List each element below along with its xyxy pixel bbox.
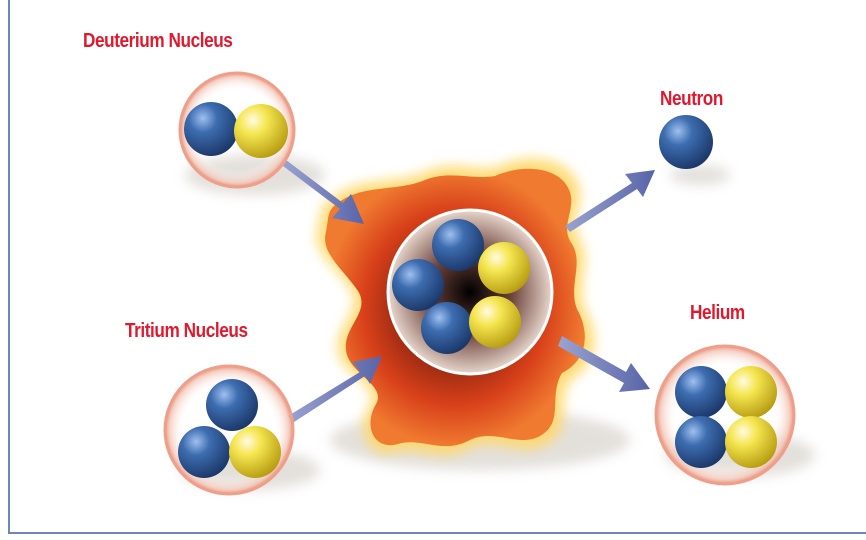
proton-ball <box>229 426 281 478</box>
proton-ball <box>234 104 288 158</box>
neutron-ball <box>659 115 713 169</box>
neutron-ball <box>675 366 727 418</box>
tritium-label: Tritium Nucleus <box>125 320 248 343</box>
free-neutron <box>659 115 713 169</box>
neutron-label: Neutron <box>660 88 723 111</box>
proton-ball <box>725 416 777 468</box>
neutron-ball <box>421 302 473 354</box>
proton-ball <box>478 242 530 294</box>
neutron-ball <box>432 219 484 271</box>
proton-ball <box>725 366 777 418</box>
neutron-ball <box>675 416 727 468</box>
neutron-ball <box>206 379 258 431</box>
helium-label: Helium <box>690 302 745 325</box>
deuterium-label: Deuterium Nucleus <box>83 30 232 53</box>
neutron-ball <box>178 426 230 478</box>
neutron-ball <box>184 102 238 156</box>
helium-bubble <box>656 346 794 484</box>
proton-ball <box>469 296 521 348</box>
neutron-ball <box>392 259 444 311</box>
